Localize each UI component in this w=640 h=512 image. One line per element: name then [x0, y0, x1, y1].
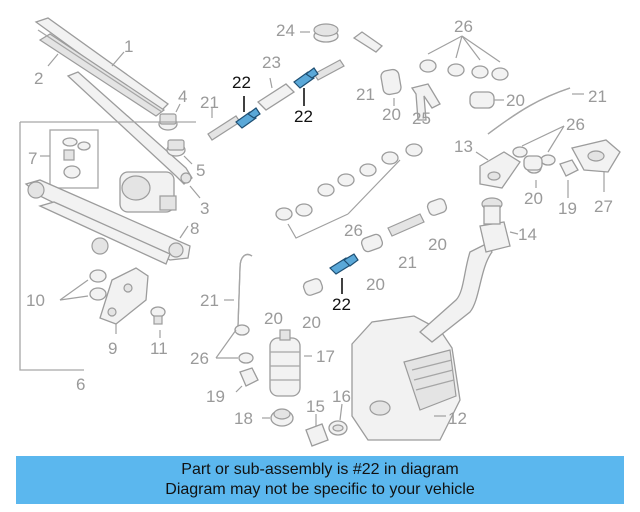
callout-17: 17: [316, 347, 335, 366]
callout-5: 5: [196, 161, 205, 180]
parts-26-lower: [234, 324, 254, 364]
callout-15: 15: [306, 397, 325, 416]
pump-17: [269, 329, 301, 397]
callout-11: 11: [150, 339, 168, 358]
callout-26c: 26: [344, 221, 363, 240]
bolt-11: [150, 306, 166, 325]
callout-13: 13: [454, 137, 473, 156]
callout-21c: 21: [588, 87, 607, 106]
callout-20b: 20: [506, 91, 525, 110]
valve-19: [559, 159, 579, 177]
callout-22a: 22: [232, 73, 251, 92]
callout-10: 10: [26, 291, 45, 310]
callout-12: 12: [448, 409, 467, 428]
callout-labels: 1 2 3 4 5 6 7 8 9 10 11 12 13 14 15 16 1…: [26, 17, 613, 428]
tube-23: [256, 77, 296, 111]
grommet-18: [270, 408, 294, 427]
callout-27: 27: [594, 197, 613, 216]
callout-26b: 26: [566, 115, 585, 134]
callout-6: 6: [76, 375, 85, 394]
callout-21d: 21: [398, 253, 417, 272]
banner-line-2: Diagram may not be specific to your vehi…: [165, 481, 475, 498]
callout-25: 25: [412, 109, 431, 128]
connector-22b: [293, 67, 319, 89]
callout-7: 7: [28, 149, 37, 168]
callout-20g: 20: [264, 309, 283, 328]
sleeve-20b: [469, 91, 495, 109]
callout-20a: 20: [382, 105, 401, 124]
connector-t: [352, 31, 384, 53]
sleeve-20c: [523, 155, 543, 171]
hose-21b: [313, 59, 345, 81]
hose-21a: [207, 115, 241, 141]
callout-20e: 20: [366, 275, 385, 294]
wiper-linkage: [24, 179, 191, 265]
bracket-9: [99, 267, 149, 325]
wiper-blade: [34, 17, 170, 117]
callout-19a: 19: [206, 387, 225, 406]
bracket-13: [479, 151, 521, 189]
callout-22b: 22: [294, 107, 313, 126]
sleeve-20a: [380, 68, 402, 96]
callout-19b: 19: [558, 199, 577, 218]
seal-16: [328, 420, 348, 436]
nut-4: [158, 113, 178, 131]
callout-1: 1: [124, 37, 133, 56]
pump-15: [305, 423, 329, 447]
callout-21a: 21: [200, 93, 219, 112]
callout-4: 4: [178, 87, 187, 106]
callout-3: 3: [200, 199, 209, 218]
callout-9: 9: [108, 339, 117, 358]
nut-5: [166, 139, 186, 157]
wiper-arm: [66, 71, 193, 185]
callout-20d: 20: [428, 235, 447, 254]
sleeve-20e: [360, 233, 384, 253]
callout-20c: 20: [524, 189, 543, 208]
grommets-7: [62, 137, 91, 179]
sleeve-20f: [302, 278, 324, 296]
nozzle-27: [571, 139, 621, 173]
clips-26-mid: [275, 143, 423, 221]
sleeve-20d: [426, 198, 448, 216]
callout-18: 18: [234, 409, 253, 428]
linkage-frame: [19, 121, 196, 371]
callout-2: 2: [34, 69, 43, 88]
washer-reservoir: [351, 315, 461, 441]
filler-neck: [419, 197, 511, 343]
callout-22c: 22: [332, 295, 351, 314]
callout-14: 14: [518, 225, 537, 244]
grommets-10: [89, 269, 107, 301]
callout-26d: 26: [190, 349, 209, 368]
banner-line-1: Part or sub-assembly is #22 in diagram: [181, 461, 459, 478]
info-banner: Part or sub-assembly is #22 in diagram D…: [16, 456, 624, 504]
connector-22c: [329, 253, 359, 275]
cap-24: [313, 23, 339, 43]
callout-24: 24: [276, 21, 295, 40]
callout-21b: 21: [356, 85, 375, 104]
tube-21-mid: [387, 213, 425, 237]
callout-26a: 26: [454, 17, 473, 36]
callout-23: 23: [262, 53, 281, 72]
wiper-motor: [119, 171, 177, 213]
t-piece-25: [410, 83, 441, 121]
clips-26-top: [419, 59, 509, 81]
callout-8: 8: [190, 219, 199, 238]
parts-diagram: 1 2 3 4 5 6 7 8 9 10 11 12 13 14 15 16 1…: [19, 17, 621, 447]
callout-16: 16: [332, 387, 351, 406]
callout-21e: 21: [200, 291, 219, 310]
callout-20f: 20: [302, 313, 321, 332]
valve-19-lower: [239, 367, 259, 387]
connector-22a: [235, 107, 261, 129]
